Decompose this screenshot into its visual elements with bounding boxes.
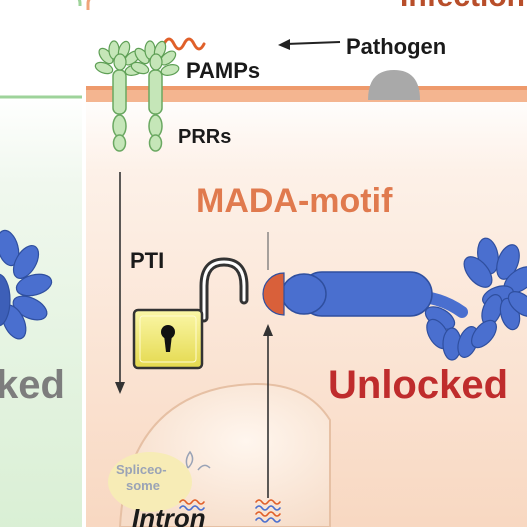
pathogen-to-pamps-arrow bbox=[278, 39, 341, 50]
prr-receptor-2 bbox=[130, 40, 180, 152]
protein-flower bbox=[424, 237, 527, 361]
pti-label: PTI bbox=[130, 248, 164, 273]
prr-receptor-1 bbox=[94, 40, 144, 152]
spliceosome-label-line1: Spliceo- bbox=[116, 462, 167, 477]
protein-neck bbox=[281, 273, 327, 315]
locked-label: ked bbox=[0, 363, 65, 407]
rna-squiggles-icon bbox=[179, 499, 281, 523]
pamps-squiggle-icon bbox=[162, 37, 206, 51]
padlock-icon bbox=[132, 257, 249, 370]
pathogen-label: Pathogen bbox=[346, 34, 446, 59]
prrs-label: PRRs bbox=[178, 126, 231, 148]
pathogen-shape bbox=[368, 70, 420, 100]
mada-motif-head bbox=[262, 272, 285, 316]
prr-receptors bbox=[94, 40, 180, 152]
left-panel-locked bbox=[0, 0, 82, 527]
pti-arrow bbox=[115, 172, 125, 394]
spliceosome-label-line2: some bbox=[126, 478, 160, 493]
mada-motif-label: MADA-motif bbox=[196, 182, 393, 220]
pamps-label: PAMPs bbox=[186, 58, 260, 83]
infection-header: Infection bbox=[400, 0, 525, 13]
splicing-to-protein-arrow bbox=[263, 324, 273, 498]
unlocked-protein bbox=[262, 237, 527, 361]
unlocked-label: Unlocked bbox=[328, 363, 508, 407]
intron-label: Intron bbox=[132, 503, 206, 527]
spliceosome bbox=[108, 450, 211, 512]
locked-protein-flower bbox=[0, 229, 53, 340]
